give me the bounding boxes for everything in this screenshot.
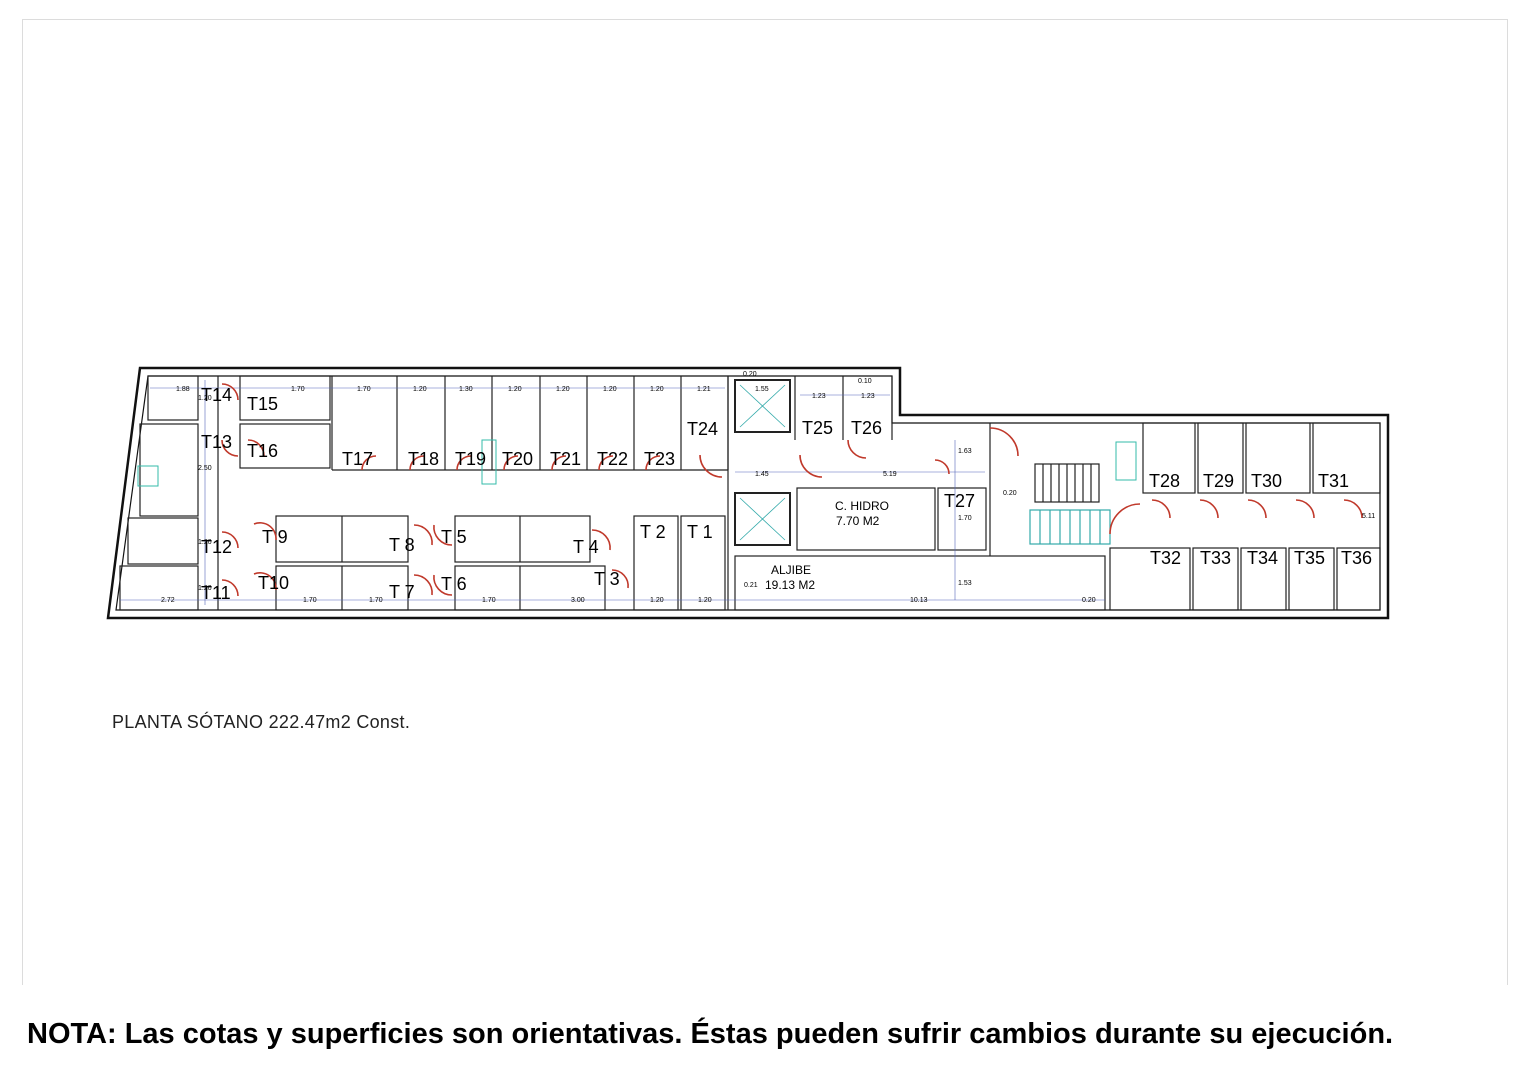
unit-label: T35 <box>1294 548 1325 568</box>
door-swings <box>221 383 1363 597</box>
dimension-value: 1.20 <box>556 386 570 393</box>
dimension-value: 1.70 <box>357 386 371 393</box>
unit-label: T 1 <box>687 522 713 542</box>
aljibe-room-area: 19.13 M2 <box>765 578 815 592</box>
dimension-value: 1.55 <box>755 386 769 393</box>
unit-label: T30 <box>1251 471 1282 491</box>
unit-label: T27 <box>944 491 975 511</box>
dimension-value: 1.20 <box>603 386 617 393</box>
interior-walls <box>119 375 1381 611</box>
dimension-value: 0.10 <box>858 378 872 385</box>
unit-label: T14 <box>201 385 232 405</box>
unit-label: T 2 <box>640 522 666 542</box>
dimension-value: 1.88 <box>176 386 190 393</box>
dimension-value: 1.20 <box>508 386 522 393</box>
unit-label: T12 <box>201 537 232 557</box>
dimension-value: 1.20 <box>650 386 664 393</box>
unit-label: T15 <box>247 394 278 414</box>
dimension-value: 1.20 <box>198 395 212 402</box>
dimension-value: 5.19 <box>883 471 897 478</box>
dimension-value: 1.70 <box>369 597 383 604</box>
unit-label: T28 <box>1149 471 1180 491</box>
dimension-values: 1.88 1.70 1.70 1.20 1.30 1.20 1.20 1.20 … <box>161 371 1375 604</box>
unit-label: T18 <box>408 449 439 469</box>
unit-labels: T14 T15 T13 T16 T17 T18 T19 T20 T21 T22 … <box>201 385 1372 603</box>
dimension-lines <box>120 380 1105 605</box>
unit-label: T32 <box>1150 548 1181 568</box>
dimension-value: 1.20 <box>650 597 664 604</box>
aljibe-room-name: ALJIBE <box>771 563 811 577</box>
dimension-value: 1.30 <box>459 386 473 393</box>
unit-label: T34 <box>1247 548 1278 568</box>
dimension-value: 1.53 <box>958 580 972 587</box>
dimension-value: 1.20 <box>198 585 212 592</box>
dimension-value: 10.13 <box>910 597 928 604</box>
dimension-value: 3.00 <box>571 597 585 604</box>
unit-label: T 9 <box>262 527 288 547</box>
unit-label: T33 <box>1200 548 1231 568</box>
unit-label: T24 <box>687 419 718 439</box>
dimension-value: 1.70 <box>958 515 972 522</box>
dimension-value: 2.72 <box>161 597 175 604</box>
disclaimer-note: NOTA: Las cotas y superficies son orient… <box>27 1018 1394 1050</box>
unit-label: T20 <box>502 449 533 469</box>
dimension-value: 0.20 <box>1082 597 1096 604</box>
unit-label: T29 <box>1203 471 1234 491</box>
unit-label: T 6 <box>441 574 467 594</box>
hidro-room-name: C. HIDRO <box>835 499 889 513</box>
dimension-value: 5.11 <box>1362 513 1375 520</box>
dimension-value: 0.20 <box>743 371 757 378</box>
unit-label: T 8 <box>389 535 415 555</box>
hidro-room-area: 7.70 M2 <box>836 514 880 528</box>
dimension-value: 1.20 <box>698 597 712 604</box>
unit-label: T 7 <box>389 582 415 602</box>
dimension-value: 1.45 <box>755 471 769 478</box>
plan-caption: PLANTA SÓTANO 222.47m2 Const. <box>112 712 411 732</box>
unit-label: T 4 <box>573 537 599 557</box>
unit-label: T16 <box>247 441 278 461</box>
dimension-value: 2.50 <box>198 465 212 472</box>
unit-label: T10 <box>258 573 289 593</box>
dimension-value: 1.20 <box>413 386 427 393</box>
unit-label: T 3 <box>594 569 620 589</box>
dimension-value: 1.21 <box>697 386 711 393</box>
unit-label: T22 <box>597 449 628 469</box>
unit-label: T19 <box>455 449 486 469</box>
dimension-value: 1.70 <box>303 597 317 604</box>
dimension-value: 1.23 <box>861 393 875 400</box>
unit-label: T23 <box>644 449 675 469</box>
dimension-value: 0.20 <box>1003 490 1017 497</box>
dimension-value: 1.20 <box>198 539 212 546</box>
room-labels: C. HIDRO 7.70 M2 ALJIBE 19.13 M2 <box>765 499 889 592</box>
unit-label: T31 <box>1318 471 1349 491</box>
unit-label: T26 <box>851 418 882 438</box>
dimension-value: 1.70 <box>291 386 305 393</box>
unit-label: T13 <box>201 432 232 452</box>
dimension-value: 0.21 <box>744 582 758 589</box>
shafts <box>137 439 1137 487</box>
dimension-value: 1.63 <box>958 448 972 455</box>
unit-label: T17 <box>342 449 373 469</box>
drawing-sheet-frame <box>22 19 1508 985</box>
unit-label: T11 <box>201 583 231 603</box>
unit-label: T25 <box>802 418 833 438</box>
dimension-value: 1.70 <box>482 597 496 604</box>
dimension-value: 1.23 <box>812 393 826 400</box>
unit-label: T36 <box>1341 548 1372 568</box>
unit-label: T 5 <box>441 527 467 547</box>
unit-label: T21 <box>550 449 581 469</box>
